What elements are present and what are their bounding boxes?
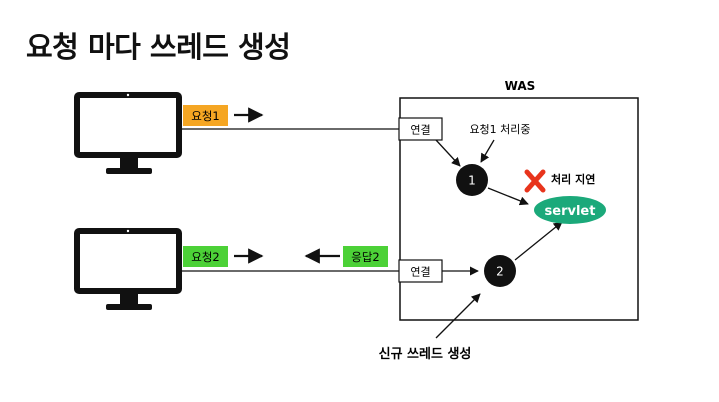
response2-badge <box>343 246 388 267</box>
page-title: 요청 마다 쓰레드 생성 <box>26 30 291 64</box>
thread-1 <box>456 164 488 196</box>
thread2-to-servlet-arrow <box>514 221 563 261</box>
connection1-to-thread1-arrow <box>435 139 461 167</box>
request2-label: 요청2 <box>191 250 219 264</box>
was-label: WAS <box>505 79 536 93</box>
thread-1-note: 요청1 처리중 <box>469 123 530 136</box>
thread-2 <box>484 255 516 287</box>
servlet-node <box>534 196 606 224</box>
thread-1-note-arrow <box>480 139 495 163</box>
connection-box-2-label: 연결 <box>410 266 430 279</box>
servlet-label: servlet <box>545 204 596 219</box>
request2-badge <box>183 246 228 267</box>
thread-2-note-arrow <box>435 293 481 339</box>
thread1-to-servlet-arrow <box>487 187 529 206</box>
connection-box-1 <box>398 117 443 141</box>
was-container <box>399 97 639 321</box>
response2-label: 응답2 <box>351 250 379 264</box>
delay-label: 처리 지연 <box>551 172 595 186</box>
request1-badge <box>183 105 228 126</box>
thread-2-label: 2 <box>496 265 504 279</box>
thread-1-label: 1 <box>468 174 476 188</box>
connection-box-1-label: 연결 <box>410 124 430 137</box>
request1-label: 요청1 <box>191 109 219 123</box>
client-monitor-1 <box>74 92 182 174</box>
client-monitor-2 <box>74 228 182 310</box>
thread-2-note: 신규 쓰레드 생성 <box>379 347 472 362</box>
delay-x-icon <box>524 169 546 193</box>
